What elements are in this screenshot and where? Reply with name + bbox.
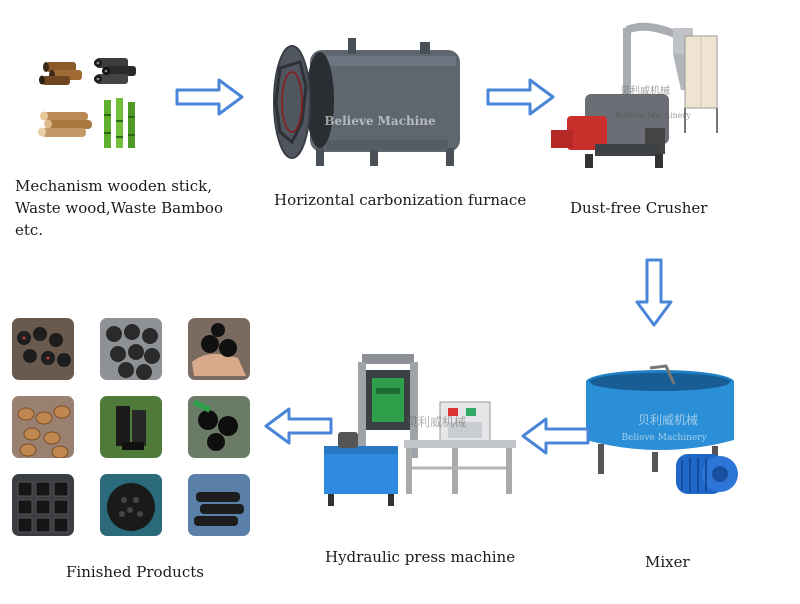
product-photo-sawdust-discs <box>12 396 74 458</box>
step-furnace-label: Horizontal carbonization furnace <box>274 191 527 209</box>
product-photo-honeycomb-briquettes <box>12 318 74 380</box>
product-photo-hexagonal-charcoal <box>100 396 162 458</box>
product-photo-briquettes-in-hand <box>188 318 250 380</box>
dust-free-crusher-image: 贝利威机械 Believe Machinery <box>545 18 725 188</box>
charcoal-stick-bundle-icon <box>94 58 136 84</box>
bamboo-icon <box>104 98 135 148</box>
furnace-door-icon <box>273 45 311 159</box>
arrow-left-icon <box>263 406 333 446</box>
crusher-watermark-en: Believe Machinery <box>615 111 691 120</box>
product-photo-bbq-stick-charcoal <box>188 474 250 536</box>
mixer-watermark-en: Believe Machinery <box>621 433 707 443</box>
furnace-watermark: Believe Machine <box>324 114 436 128</box>
wood-logs-icon <box>38 111 92 137</box>
step-finished-products-label: Finished Products <box>66 563 204 581</box>
product-photo-shisha-briquettes <box>188 396 250 458</box>
carbonization-furnace-image: Believe Machine <box>270 22 470 172</box>
product-photo-square-briquettes <box>12 474 74 536</box>
product-photo-large-honeycomb-block <box>100 474 162 536</box>
press-watermark-cn: 贝利威机械 <box>406 414 466 429</box>
arrow-right-icon <box>486 77 556 117</box>
product-photo-round-briquettes <box>100 318 162 380</box>
mixer-image: 贝利威机械 Believe Machinery <box>580 362 760 512</box>
arrow-left-icon <box>520 416 590 456</box>
raw-materials-image <box>38 48 150 152</box>
step-raw-materials-label: Mechanism wooden stick, Waste wood,Waste… <box>15 177 223 239</box>
crusher-watermark-cn: 贝利威机械 <box>620 84 670 97</box>
step-mixer-label: Mixer <box>645 553 690 571</box>
step-crusher-label: Dust-free Crusher <box>570 199 708 217</box>
hydraulic-press-image: 贝利威机械 <box>318 348 523 513</box>
mixer-watermark-cn: 贝利威机械 <box>638 412 698 427</box>
step-press-label: Hydraulic press machine <box>325 548 516 566</box>
arrow-down-icon <box>634 258 674 328</box>
arrow-right-icon <box>175 77 245 117</box>
wood-stick-bundle-icon <box>39 62 82 85</box>
